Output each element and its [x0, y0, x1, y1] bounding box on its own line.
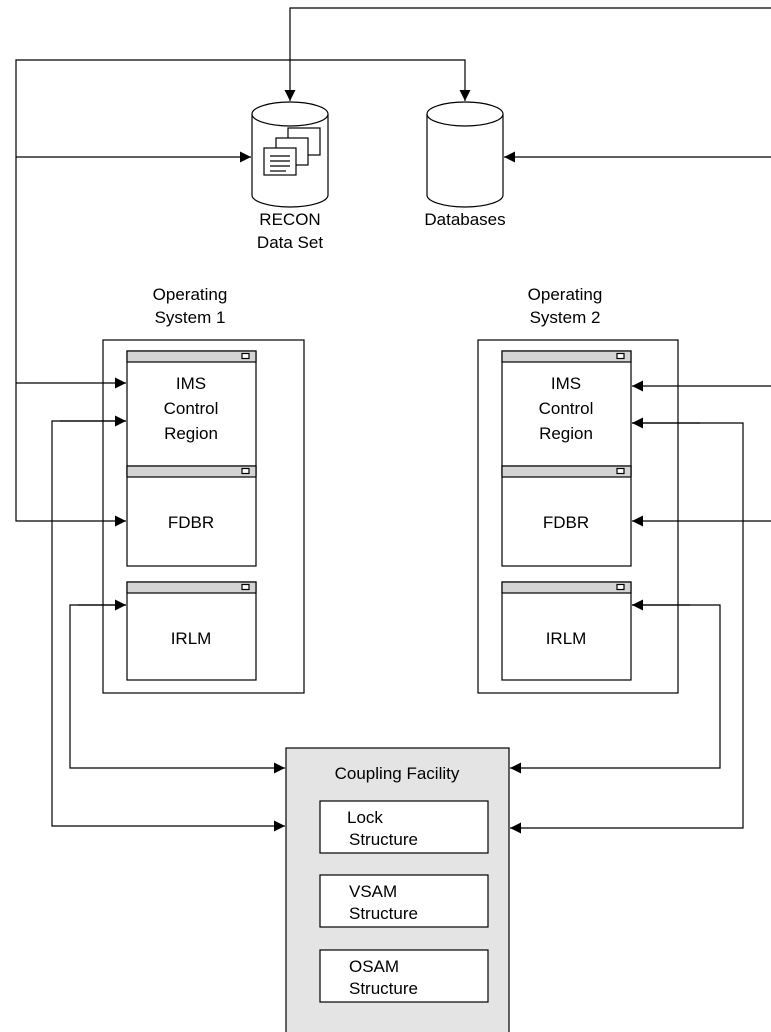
os1-ims-line3: Region — [164, 424, 218, 443]
os1-ims-window-button-icon — [241, 352, 250, 360]
os1-fdbr-label: FDBR — [168, 513, 214, 532]
recon-data-set: RECON Data Set — [251, 101, 329, 252]
os1-fdbr-window-button-icon — [241, 467, 250, 475]
os2-title-line2: System 2 — [530, 308, 601, 327]
os2-ims-line1: IMS — [551, 374, 581, 393]
vsam-structure: VSAM Structure — [319, 874, 489, 928]
operating-system-2: Operating System 2 IMS Control Region FD… — [477, 285, 679, 694]
connector-left-to-os1-fdbr — [15, 383, 126, 527]
os1-irlm-label: IRLM — [171, 629, 212, 648]
os2-ims-line2: Control — [539, 399, 594, 418]
coupling-facility-title: Coupling Facility — [335, 764, 460, 783]
os1-title-line1: Operating — [153, 285, 228, 304]
vsam-structure-line1: VSAM — [349, 882, 397, 901]
lock-structure: Lock Structure — [319, 800, 489, 854]
operating-system-1: Operating System 1 IMS Control Region FD… — [102, 285, 305, 694]
osam-structure: OSAM Structure — [319, 949, 489, 1003]
osam-structure-line2: Structure — [349, 979, 418, 998]
os1-ims-line1: IMS — [176, 374, 206, 393]
os1-title-line2: System 1 — [155, 308, 226, 327]
os2-ims-window-button-icon — [616, 352, 625, 360]
connector-left-to-databases — [15, 59, 471, 383]
os2-ims-line3: Region — [539, 424, 593, 443]
recon-label-line1: RECON — [259, 210, 320, 229]
coupling-facility: Coupling Facility Lock Structure VSAM St… — [285, 747, 510, 1032]
connectors — [15, 7, 771, 834]
os2-fdbr-label: FDBR — [543, 513, 589, 532]
os2-irlm: IRLM — [501, 581, 632, 681]
os1-ims-line2: Control — [164, 399, 219, 418]
os2-irlm-window-button-icon — [616, 583, 625, 591]
os1-ims-control-region: IMS Control Region — [126, 350, 257, 476]
os2-fdbr: FDBR — [501, 465, 632, 567]
databases: Databases — [424, 101, 506, 229]
os1-irlm-window-button-icon — [241, 583, 250, 591]
lock-structure-line2: Structure — [349, 830, 418, 849]
os1-irlm: IRLM — [126, 581, 257, 681]
vsam-structure-line2: Structure — [349, 904, 418, 923]
os2-ims-control-region: IMS Control Region — [501, 350, 632, 476]
recon-label-line2: Data Set — [257, 233, 323, 252]
os1-fdbr: FDBR — [126, 465, 257, 567]
osam-structure-line1: OSAM — [349, 957, 399, 976]
connector-right-to-recon — [284, 7, 771, 101]
os2-title-line1: Operating — [528, 285, 603, 304]
os2-irlm-label: IRLM — [546, 629, 587, 648]
databases-label: Databases — [424, 210, 505, 229]
recon-documents-icon — [263, 127, 321, 176]
os2-fdbr-window-button-icon — [616, 467, 625, 475]
lock-structure-line1: Lock — [347, 808, 383, 827]
